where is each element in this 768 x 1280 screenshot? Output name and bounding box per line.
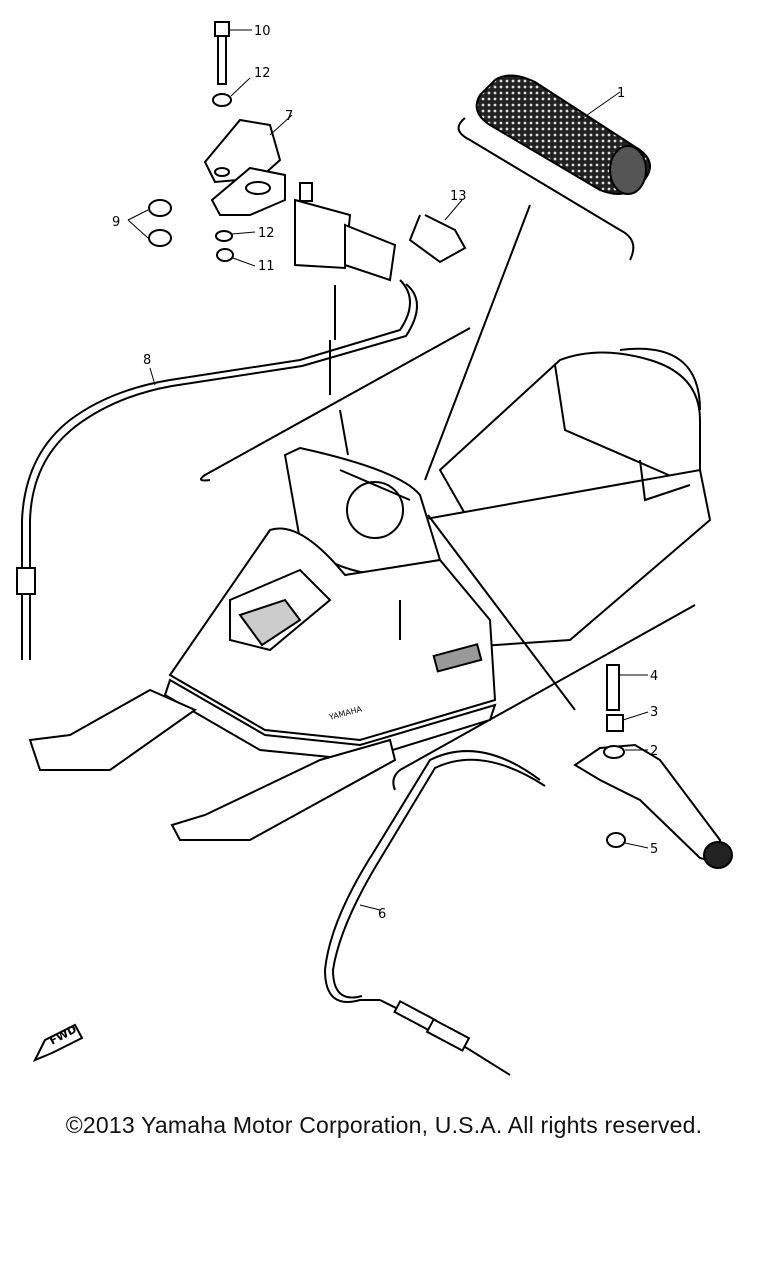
callout-4: 4 [650, 669, 658, 684]
section-lines [200, 117, 696, 791]
callout-10: 10 [254, 24, 271, 39]
callout-6: 6 [378, 907, 386, 922]
part-10-bolt [214, 21, 252, 85]
fwd-arrow-icon: FWD [32, 1023, 84, 1062]
callout-13: 13 [450, 189, 467, 204]
part-13-clip [408, 199, 467, 264]
callout-12b: 12 [258, 226, 275, 241]
part-8-cable [16, 279, 418, 660]
part-12-washer-top [212, 77, 251, 107]
part-6-cable [323, 750, 546, 1076]
callout-9: 9 [112, 215, 120, 230]
part-12-washer-lower [215, 230, 256, 242]
throttle-switch [294, 182, 397, 395]
leader-lines [339, 204, 576, 711]
callout-11: 11 [258, 259, 275, 274]
part-3-collar [606, 711, 649, 732]
part-9-grommets [127, 199, 172, 247]
part-7-bracket [203, 114, 293, 216]
callout-2: 2 [650, 744, 658, 759]
part-11-nut [216, 248, 256, 267]
callout-8: 8 [143, 353, 151, 368]
callout-1: 1 [617, 86, 625, 101]
snowmobile-body [28, 347, 712, 841]
callout-3: 3 [650, 705, 658, 720]
callouts: 1 2 3 4 5 6 7 8 9 10 11 12 12 13 [112, 24, 658, 922]
callout-5: 5 [650, 842, 658, 857]
callout-12a: 12 [254, 66, 271, 81]
parts-diagram: YAMAHA FWD 1 [16, 21, 733, 1076]
part-2-lever [573, 743, 733, 869]
callout-7: 7 [285, 109, 293, 124]
part-1-grip [475, 74, 651, 195]
part-5-nut [606, 832, 649, 849]
copyright-notice: ©2013 Yamaha Motor Corporation, U.S.A. A… [65, 1112, 703, 1138]
part-4-screw [606, 664, 648, 711]
